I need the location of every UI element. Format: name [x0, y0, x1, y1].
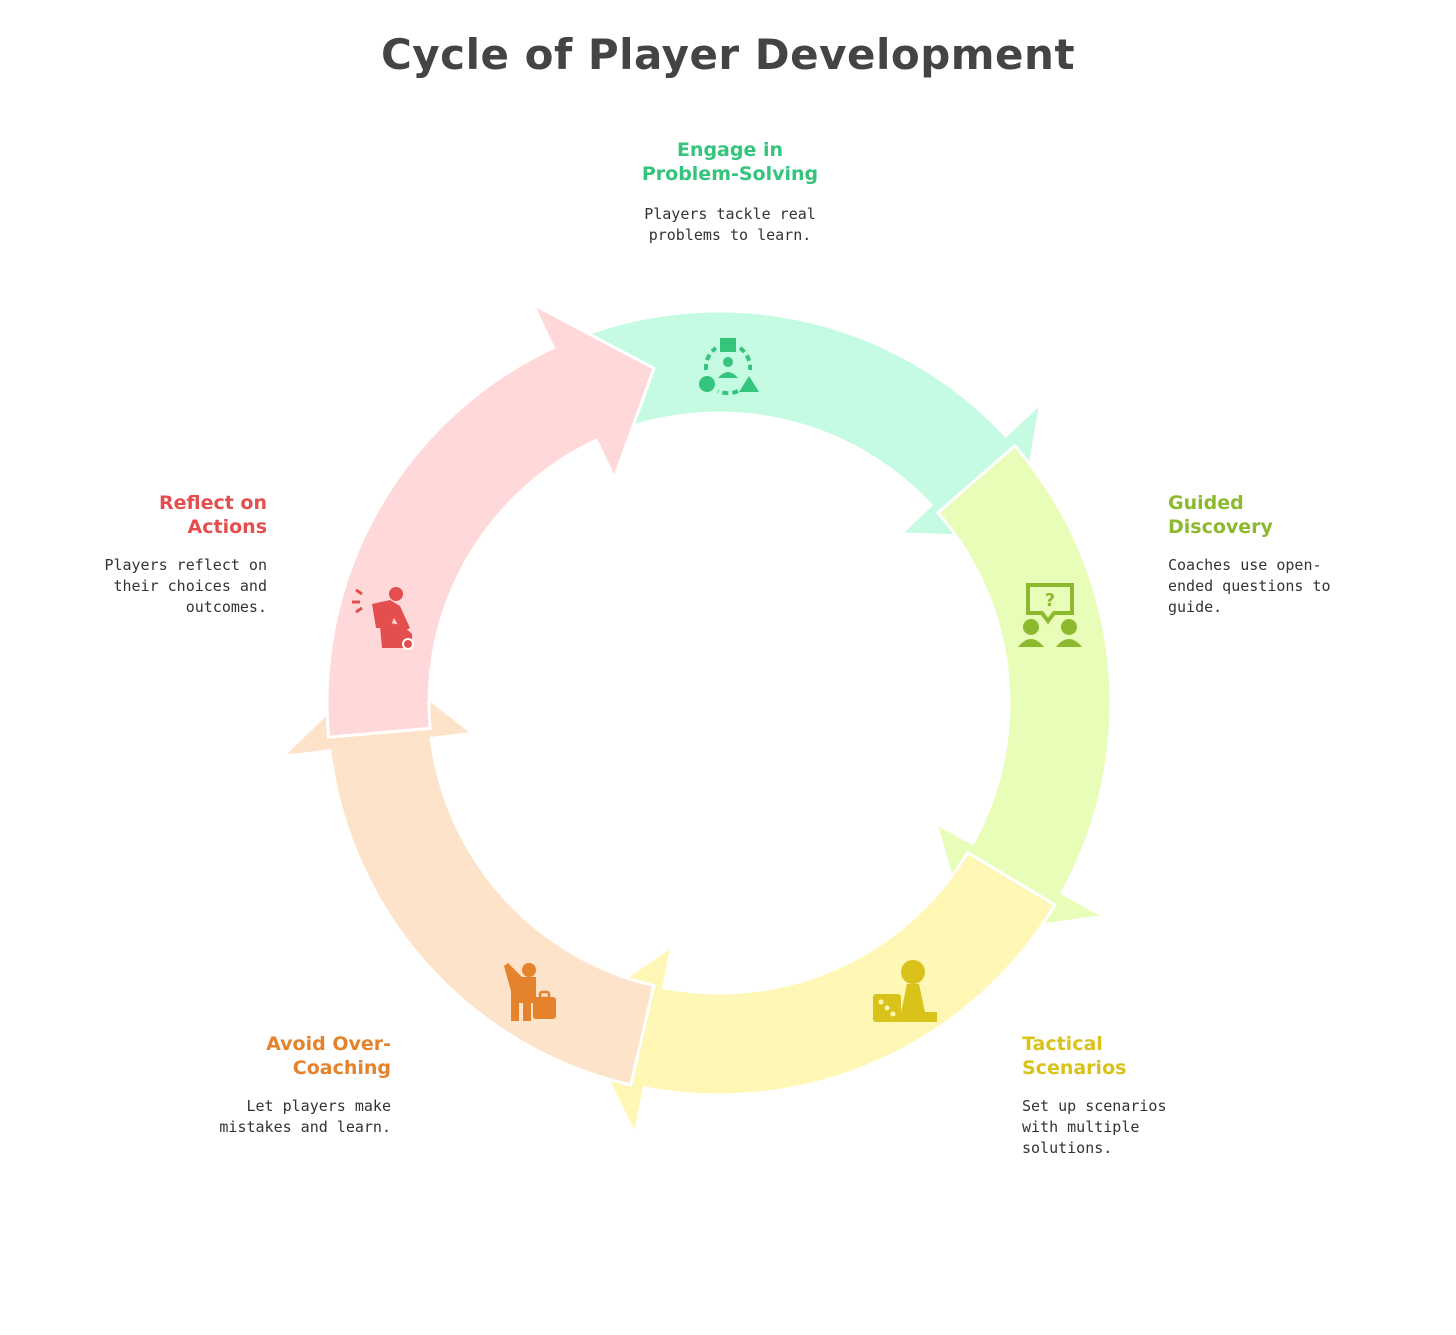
step-title: Tactical Scenarios [1022, 1033, 1127, 1079]
step-title: Reflect on Actions [158, 492, 267, 538]
step-reflect-on-actions: Reflect on Actions Players reflect on th… [30, 491, 267, 618]
arrow-guided-discovery [933, 443, 1113, 938]
step-engage-problem-solving: Engage in Problem-Solving Players tackle… [600, 138, 860, 246]
step-title: Engage in Problem-Solving [641, 139, 819, 185]
person-raising-hand-icon [504, 963, 556, 1021]
step-title: Avoid Over- Coaching [266, 1033, 391, 1079]
person-reflecting-icon [352, 587, 414, 650]
step-description: Players tackle real problems to learn. [644, 205, 816, 244]
svg-text:?: ? [1045, 590, 1055, 611]
arrow-reflect [325, 300, 656, 739]
step-description: Set up scenarios with multiple solutions… [1022, 1097, 1167, 1157]
step-avoid-over-coaching: Avoid Over- Coaching Let players make mi… [150, 1032, 391, 1138]
step-description: Let players make mistakes and learn. [219, 1097, 391, 1136]
dice-pawn-icon [873, 960, 937, 1022]
step-guided-discovery: Guided Discovery Coaches use open- ended… [1168, 491, 1408, 618]
question-discussion-icon: ? [1018, 583, 1082, 647]
arrow-engage [563, 309, 1044, 540]
step-description: Players reflect on their choices and out… [104, 556, 267, 616]
step-tactical-scenarios: Tactical Scenarios Set up scenarios with… [1022, 1032, 1262, 1159]
problem-solving-icon [699, 338, 759, 396]
arrow-tactical [572, 850, 1058, 1140]
page-title: Cycle of Player Development [380, 30, 1076, 79]
step-title: Guided Discovery [1168, 492, 1273, 538]
step-description: Coaches use open- ended questions to gui… [1168, 556, 1331, 616]
arrow-avoid-over-coaching [278, 659, 656, 1087]
